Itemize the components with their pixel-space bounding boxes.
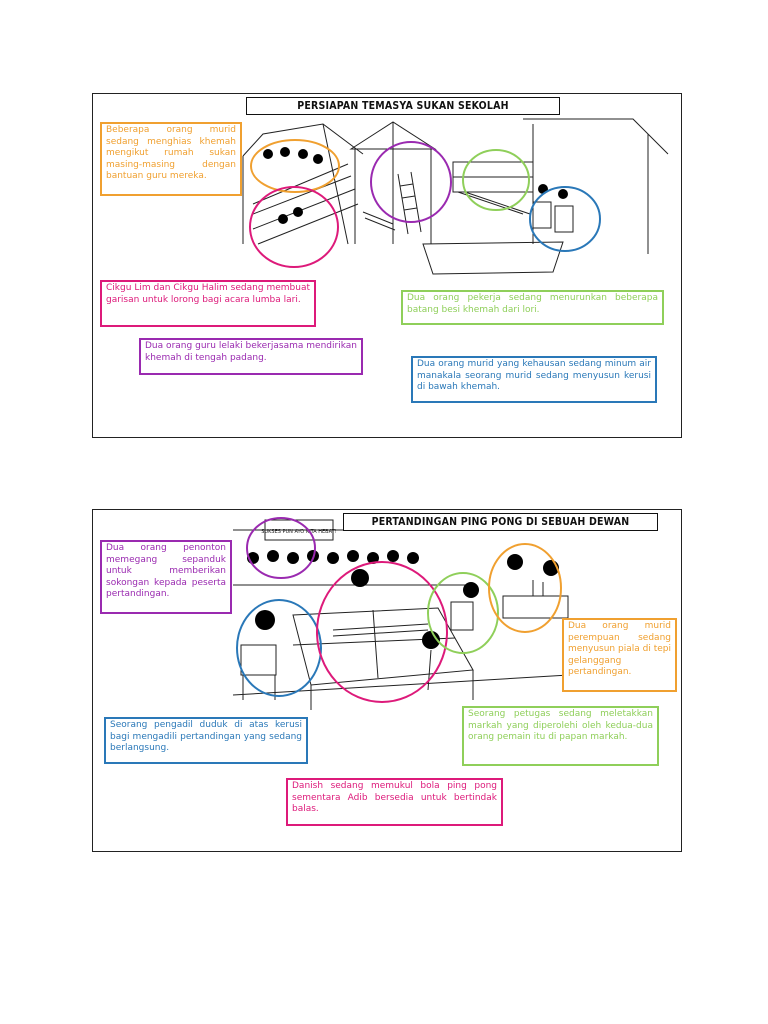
caption-players: Danish sedang memukul bola ping pong sem… xyxy=(286,778,503,826)
caption-lorry-poles: Dua orang pekerja sedang menurunkan bebe… xyxy=(401,290,664,325)
highlight-ring-orange xyxy=(488,543,562,633)
caption-decorating-tents: Beberapa orang murid sedang menghias khe… xyxy=(100,122,242,196)
panel-title: PERSIAPAN TEMASYA SUKAN SEKOLAH xyxy=(246,97,560,115)
highlight-ring-green xyxy=(462,149,530,211)
caption-spectators-banner: Dua orang penonton memegang sepanduk unt… xyxy=(100,540,232,614)
ping-pong-illustration: SUKSES PUN AYO KITA HEBAT! xyxy=(232,517,654,710)
field-scene-lines xyxy=(242,118,669,275)
panel-ping-pong-competition: SUKSES PUN AYO KITA HEBAT! xyxy=(92,509,682,852)
highlight-ring-green xyxy=(427,572,499,654)
sports-preparation-illustration xyxy=(242,118,669,275)
caption-teachers-tent: Dua orang guru lelaki bekerjasama mendir… xyxy=(139,338,363,375)
panel-sports-preparation: PERSIAPAN TEMASYA SUKAN SEKOLAH Beberapa… xyxy=(92,93,682,438)
supporters-banner: SUKSES PUN AYO KITA HEBAT! xyxy=(261,529,336,535)
caption-scoreboard: Seorang petugas sedang meletakkan markah… xyxy=(462,706,659,766)
panel-title: PERTANDINGAN PING PONG DI SEBUAH DEWAN xyxy=(343,513,658,531)
highlight-ring-orange xyxy=(250,139,340,193)
highlight-ring-magenta xyxy=(316,561,448,703)
caption-trophies: Dua orang murid perempuan sedang menyusu… xyxy=(562,618,677,692)
caption-drinking-chairs: Dua orang murid yang kehausan sedang min… xyxy=(411,356,657,403)
caption-track-lines: Cikgu Lim dan Cikgu Halim sedang membuat… xyxy=(100,280,316,327)
highlight-ring-purple xyxy=(246,517,316,579)
highlight-ring-purple xyxy=(370,141,452,223)
highlight-ring-blue xyxy=(529,186,601,252)
caption-umpire: Seorang pengadil duduk di atas kerusi ba… xyxy=(104,717,308,764)
highlight-ring-magenta xyxy=(249,186,339,268)
highlight-ring-blue xyxy=(236,599,322,697)
